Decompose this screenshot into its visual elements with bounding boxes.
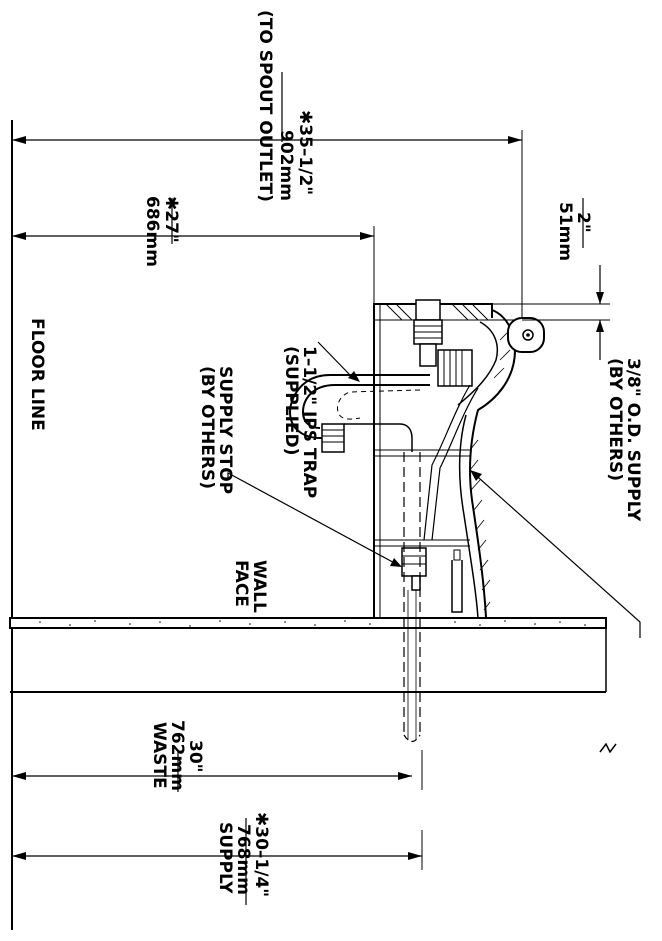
fountain-body bbox=[288, 299, 545, 619]
callout-trap-1: 1–1/2" IPS TRAP bbox=[299, 346, 319, 498]
callout-supply-line-1: 3/8" O.D. SUPPLY bbox=[623, 358, 643, 522]
callout-supply-stop-1: SUPPLY STOP bbox=[215, 366, 235, 494]
bubbler-spout-icon bbox=[507, 317, 545, 353]
valve-assembly bbox=[413, 299, 443, 367]
leader-supply-line bbox=[469, 469, 641, 638]
dim-rim-text-1: ✱27" bbox=[161, 196, 181, 243]
dim-offset-text-2: 51mm bbox=[555, 202, 575, 261]
drain-fitting bbox=[437, 349, 473, 387]
p-trap-icon bbox=[288, 374, 430, 453]
callout-trap-2: (SUPPLIED) bbox=[281, 346, 301, 455]
callout-supply-stop-2: (BY OTHERS) bbox=[197, 366, 217, 489]
leader-supply-stop bbox=[227, 471, 401, 567]
dim-top-offset bbox=[492, 265, 610, 360]
dim-spout-text-2: 902mm bbox=[276, 130, 296, 201]
wall-section bbox=[9, 617, 617, 754]
dim-waste-text-2: 762mm bbox=[167, 720, 187, 791]
dim-spout-text-1: ✱35–1/2" bbox=[295, 110, 315, 195]
dim-waste-height bbox=[12, 750, 423, 790]
waste-pipe-rough-in bbox=[403, 452, 421, 743]
dim-supply-height bbox=[12, 830, 423, 870]
dim-supply-text-1: ✱30–1/4" bbox=[251, 812, 271, 897]
dim-waste-text-1: 30" bbox=[185, 740, 205, 773]
dim-rim-height bbox=[12, 226, 375, 304]
supply-stop-valve bbox=[401, 547, 427, 591]
wall-face-label-2: FACE bbox=[231, 560, 251, 607]
dim-rim-text-2: 686mm bbox=[142, 196, 162, 267]
dim-spout-height bbox=[12, 130, 523, 318]
wall-face-label-1: WALL bbox=[249, 560, 269, 613]
callout-supply-line-2: (BY OTHERS) bbox=[605, 358, 625, 481]
dim-waste-text-3: WASTE bbox=[149, 722, 169, 789]
floor-line-label: FLOOR LINE bbox=[27, 318, 47, 431]
dim-spout-text-3: (TO SPOUT OUTLET) bbox=[255, 10, 275, 202]
dim-supply-text-2: 768mm bbox=[233, 824, 253, 895]
dim-supply-text-3: SUPPLY bbox=[215, 822, 235, 894]
leader-trap bbox=[317, 341, 351, 376]
